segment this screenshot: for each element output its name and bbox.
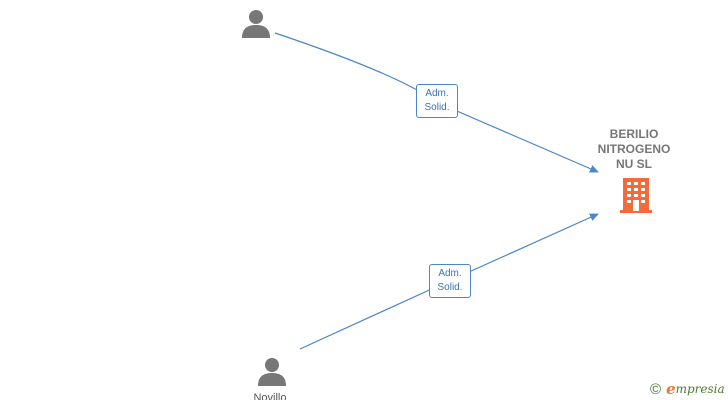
person-label-novillo[interactable]: Novillo — [253, 392, 287, 400]
relation-label-line2: Solid. — [424, 102, 450, 113]
relation-label-line1: Adm. — [425, 88, 449, 99]
relation-label-line1: Adm. — [438, 268, 462, 279]
company-name-line: BERILIO — [609, 127, 659, 141]
company-name[interactable]: BERILIO NITROGENO NU SL — [584, 127, 684, 172]
relation-label-line2: Solid. — [437, 282, 463, 293]
company-name-line: NITROGENO — [597, 142, 671, 156]
brand-logo: © e mpresia — [650, 379, 725, 399]
brand-logo-initial: e — [666, 380, 676, 398]
copyright-icon: © — [650, 380, 662, 398]
person-icon[interactable] — [256, 356, 288, 388]
person-icon[interactable] — [240, 8, 272, 40]
company-name-line: NU SL — [616, 157, 652, 171]
brand-logo-text: mpresia — [675, 382, 725, 396]
building-icon[interactable] — [620, 177, 652, 213]
relation-label[interactable]: Adm. Solid. — [429, 264, 471, 298]
relation-label[interactable]: Adm. Solid. — [416, 84, 458, 118]
